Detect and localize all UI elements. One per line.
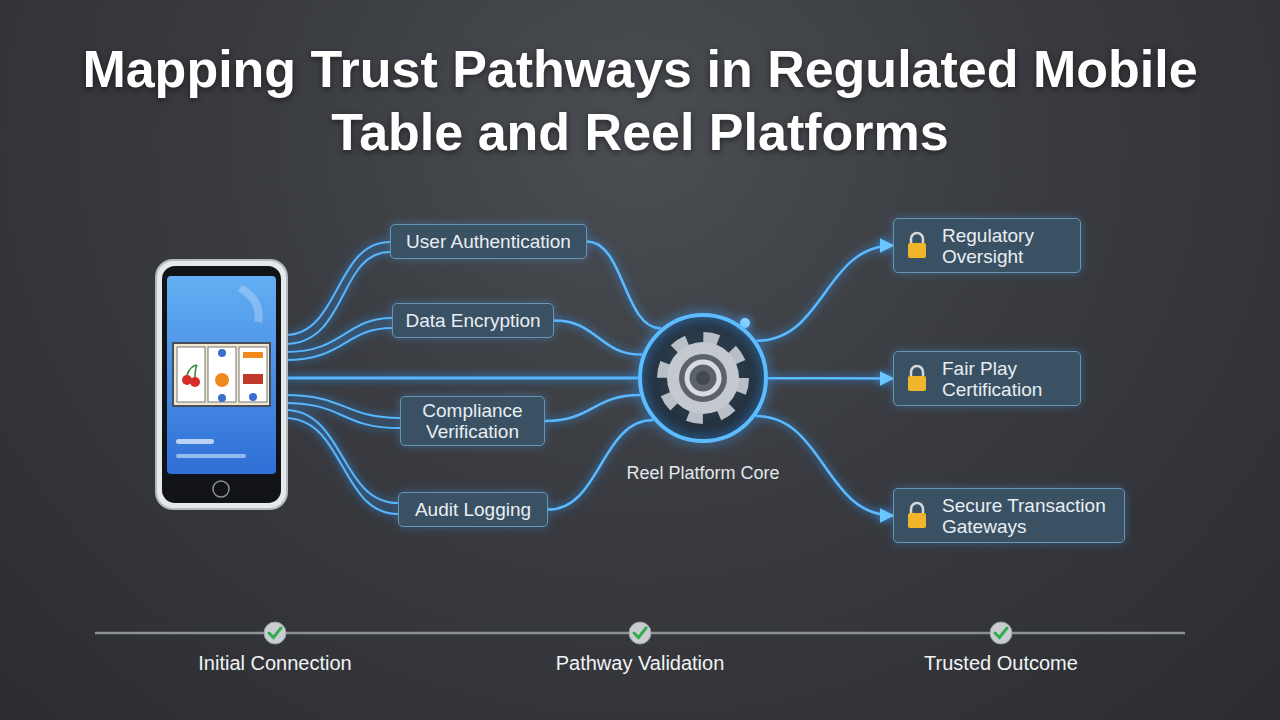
check-circle [629,622,651,644]
process-box: User Authentication [390,224,587,259]
bar-symbol [243,352,263,358]
bar-symbol [243,374,263,384]
stage-label: Pathway Validation [510,651,770,675]
signal-strand [285,395,400,418]
gear-center [696,371,710,385]
check-mark [995,628,1007,638]
stage-label: Initial Connection [145,651,405,675]
process-box: Audit Logging [398,492,548,527]
timeline-check [990,622,1012,644]
core-ring-outline [640,315,766,441]
screen-glare [240,288,259,322]
signal-strand [285,410,398,503]
check-circle [264,622,286,644]
reel-symbol [218,349,226,357]
phone-screen [167,276,276,474]
node-label: Compliance Verification [407,400,538,442]
signal-strand [285,377,640,380]
core-ring [638,313,768,443]
node-label: Regulatory Oversight [942,225,1074,267]
signal-strands [285,242,640,514]
reel-symbol [249,393,257,401]
gear-ring [687,362,719,394]
core-disc [640,315,766,441]
node-label: Data Encryption [405,310,540,331]
timeline-check [264,622,286,644]
stage-label: Trusted Outcome [871,651,1131,675]
gear-illustration [640,315,766,441]
connector [768,377,893,380]
node-label: Fair Play Certification [942,358,1074,400]
home-button [213,481,229,497]
connector [545,395,640,421]
reel-symbol [218,394,226,402]
outcome-box: Regulatory Oversight [893,218,1081,273]
signal-strand [285,318,392,352]
phone-notch [199,266,245,276]
node-label: Secure Transaction Gateways [942,495,1118,537]
connector [756,246,893,341]
connector [554,321,642,355]
process-box: Data Encryption [392,303,554,338]
phone-bezel [162,266,281,503]
check-mark [269,628,281,638]
node-label: User Authentication [406,231,571,252]
slot-reel [177,347,205,402]
signal-strand [285,252,390,344]
phone-illustration [156,260,287,509]
check-mark [634,628,646,638]
outcome-box: Secure Transaction Gateways [893,488,1125,543]
connectors [545,242,893,516]
gear-body [667,342,739,414]
slot-display [173,343,270,406]
gear-teeth [663,338,743,418]
cherry-symbol [182,375,192,385]
signal-strand [285,403,400,428]
node-label: Audit Logging [415,499,531,520]
timeline-line [95,632,1185,635]
orange-symbol [215,373,229,387]
signal-strand [285,328,392,360]
signal-strand [285,418,398,514]
node-label: Reel Platform Core [603,463,803,483]
screen-line [176,454,246,458]
connector [587,242,661,329]
signal-strand [285,242,390,335]
outcome-box: Fair Play Certification [893,351,1081,406]
cherry-stem [187,365,197,377]
core-circle: Reel Platform Core [638,313,768,443]
check-circle [990,622,1012,644]
process-box: Compliance Verification [400,396,545,446]
screen-line [176,439,214,444]
slot-reel [239,347,267,402]
phone-frame [156,260,287,509]
diagram-title: Mapping Trust Pathways in Regulated Mobi… [80,38,1200,164]
slot-reel [208,347,236,402]
timeline-check [629,622,651,644]
gear-hub [679,354,727,402]
cherry-symbol [190,377,200,387]
